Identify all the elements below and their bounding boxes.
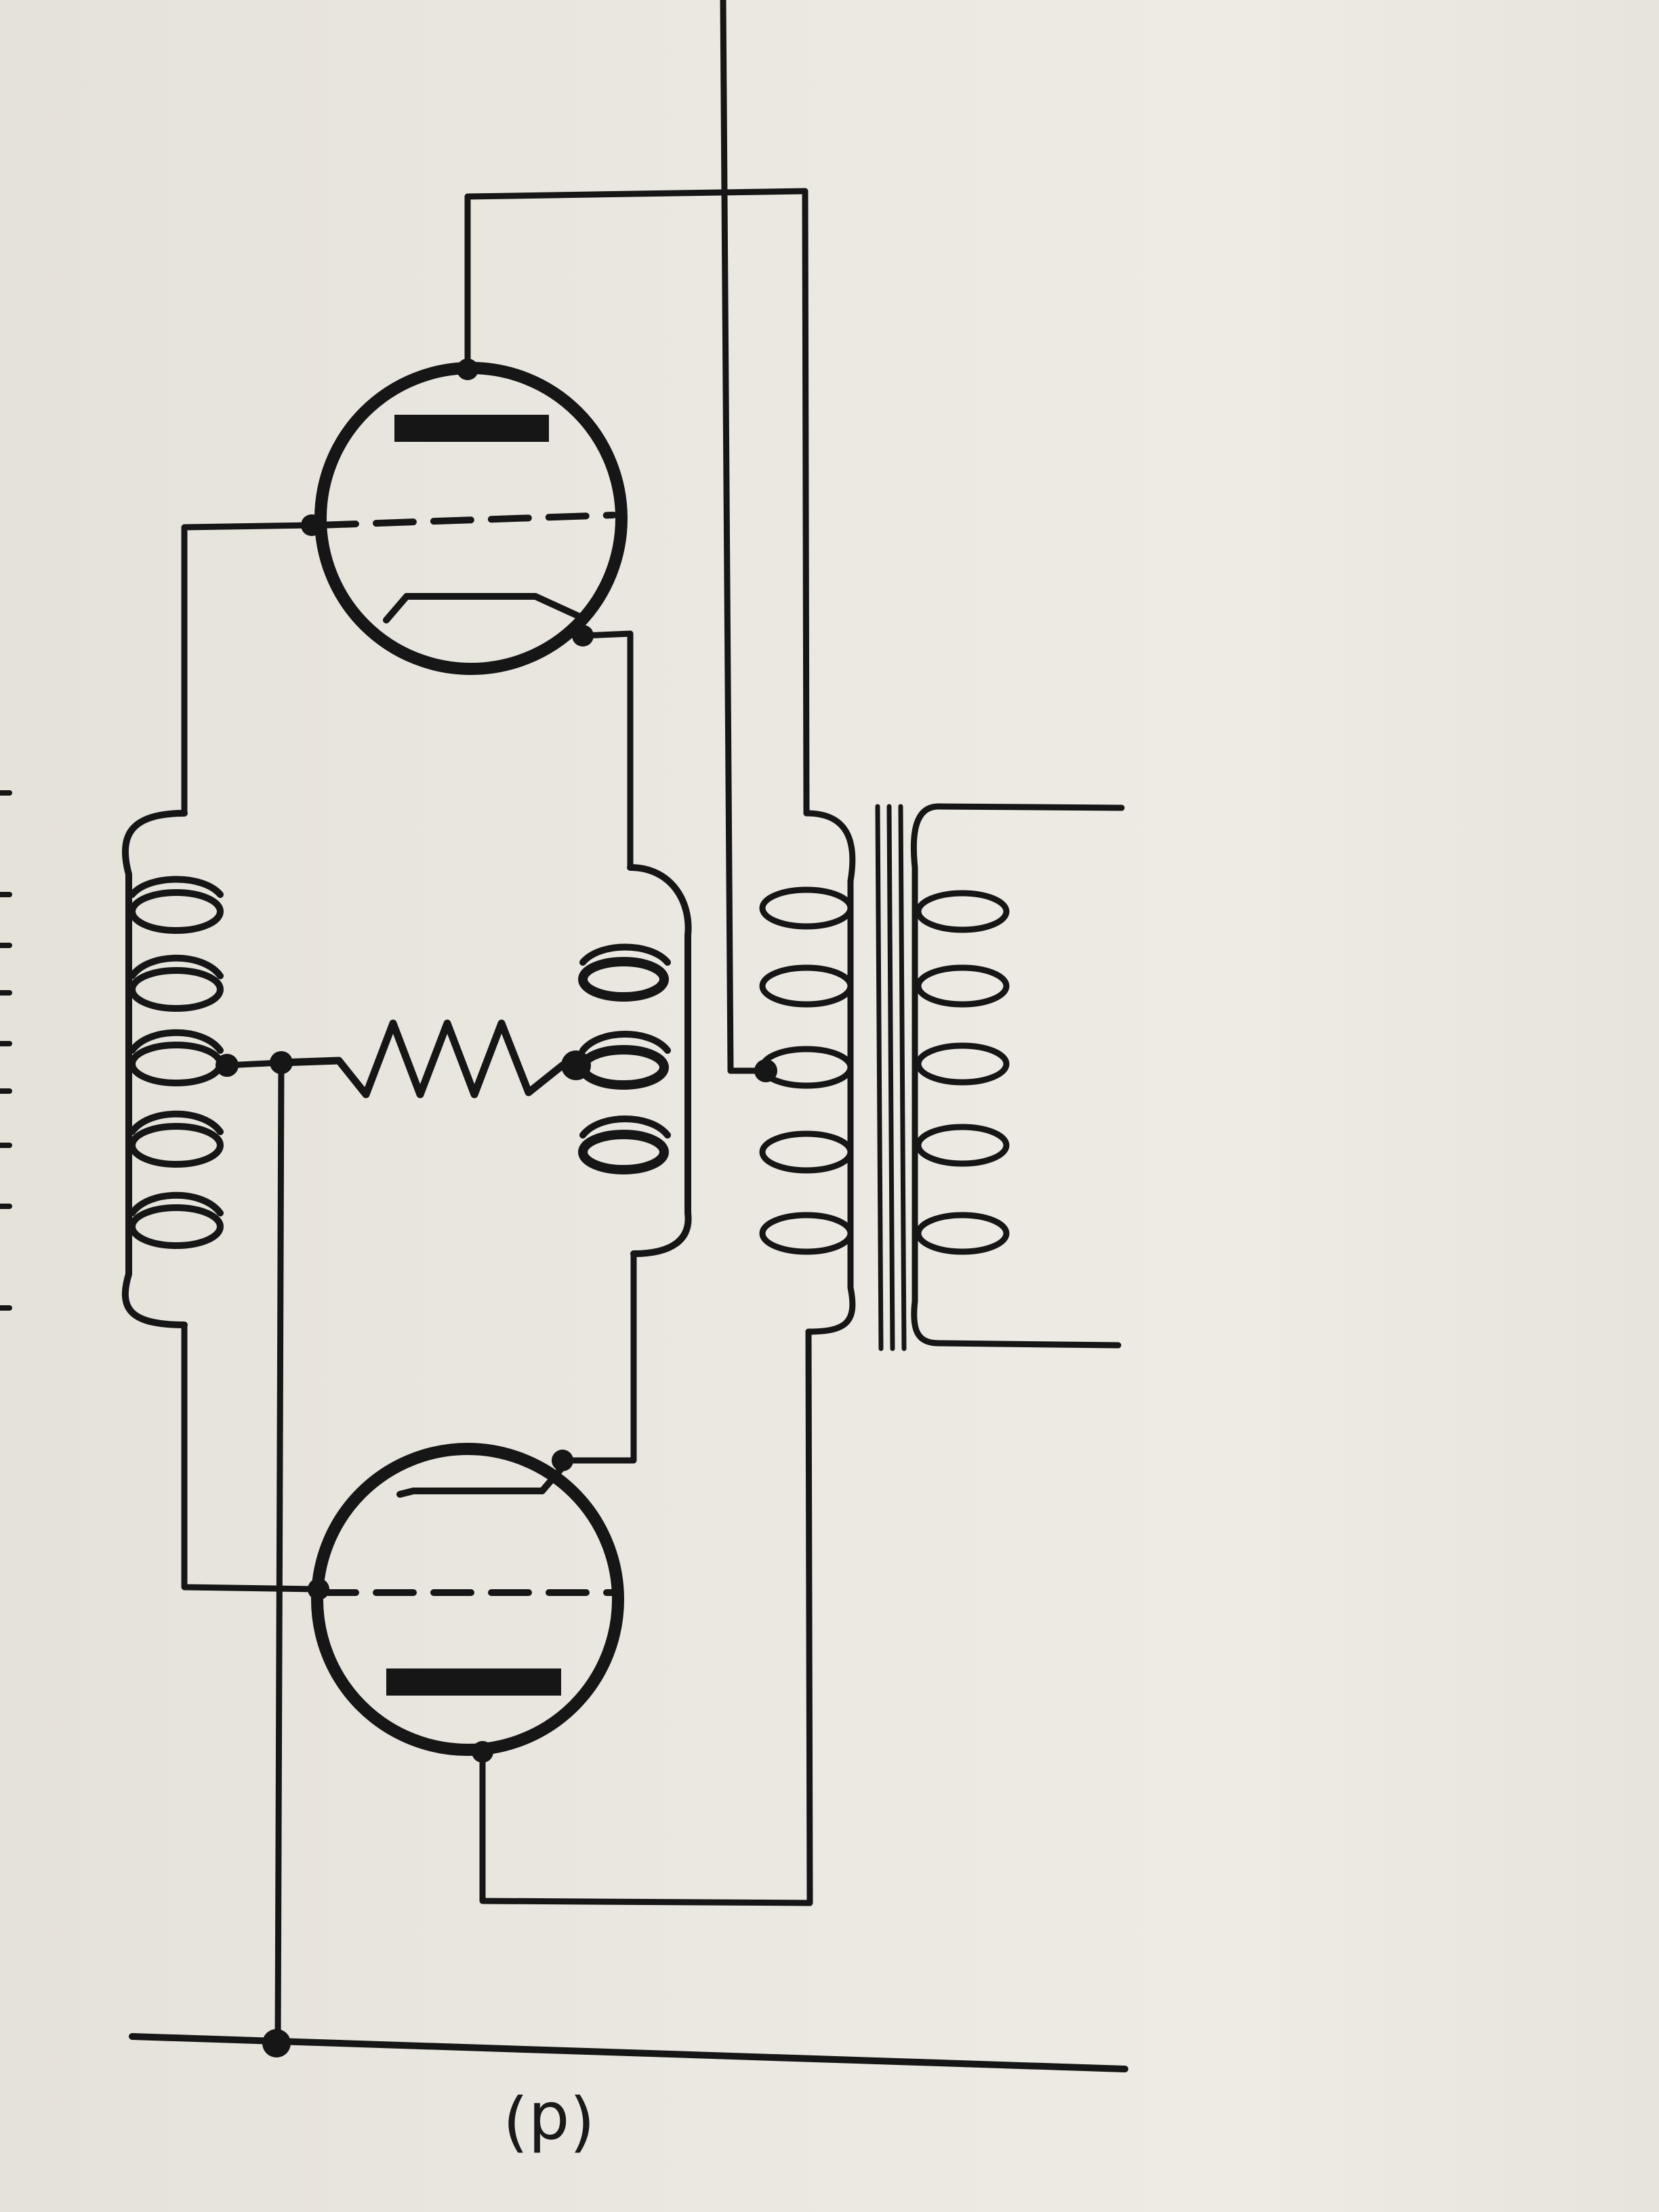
lower-tube-plate [386,1668,561,1696]
ground-return-wire [274,1059,285,2047]
lower-grid-wire [181,1322,322,1593]
margin-ticks [0,790,12,1311]
lower-triode-tube [308,1443,624,1763]
output-transformer [759,803,1010,1351]
upper-tube-grid [315,512,617,529]
resistor-junction-dot [270,1051,293,1074]
secondary-bottom-lead [935,1340,1122,1349]
figure-caption: (d) [503,2087,595,2163]
cathode-coil-tap-dot [561,1050,591,1080]
junction-dots [216,1050,777,2057]
grid-input-coil [121,810,224,1328]
transformer-core [875,804,884,1351]
upper-tube-plate [394,415,549,442]
input-lead-wire [720,0,734,1074]
ground-bus [129,2033,1128,2072]
upper-cathode-wire [579,630,634,871]
cathode-coil [578,864,692,1257]
upper-triode-tube [301,359,628,675]
upper-tube-cathode [383,593,586,623]
upper-plate-wire [464,188,810,817]
lower-plate-wire [479,1328,813,1906]
upper-grid-wire [181,522,315,817]
grid-bias-resistor [277,1019,580,1099]
secondary-top-lead [935,803,1125,811]
lower-cathode-wire [559,1250,637,1464]
ground-dot [262,2029,291,2057]
primary-tap-dot [754,1059,777,1082]
wiring [129,0,1128,2072]
left-coil-tap-dot [216,1054,239,1077]
lower-tube-cathode [396,1464,566,1498]
